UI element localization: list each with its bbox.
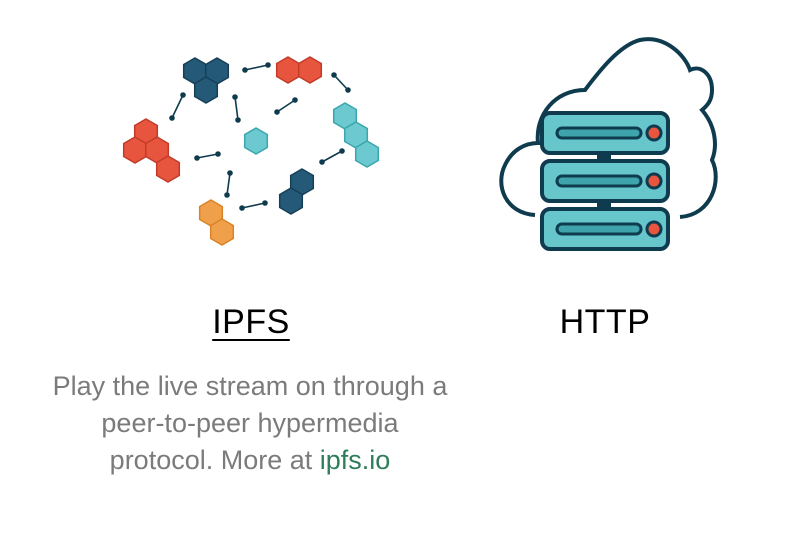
ipfs-description-line-3-text: protocol. More at bbox=[109, 445, 320, 475]
ipfs-option-link[interactable]: IPFS bbox=[212, 303, 290, 341]
ipfs-description-line-1: Play the live stream on through a bbox=[52, 371, 448, 401]
ipfs-description-line-3: protocol. More at ipfs.io bbox=[20, 442, 480, 479]
ipfs-network-icon[interactable] bbox=[90, 40, 390, 260]
ipfs-io-link[interactable]: ipfs.io bbox=[319, 445, 391, 475]
ipfs-description-line-2: peer-to-peer hypermedia bbox=[101, 408, 399, 438]
ipfs-description: Play the live stream on through a peer-t… bbox=[20, 368, 480, 479]
cloud-server-icon[interactable] bbox=[490, 35, 720, 265]
http-option-label[interactable]: HTTP bbox=[559, 303, 651, 341]
